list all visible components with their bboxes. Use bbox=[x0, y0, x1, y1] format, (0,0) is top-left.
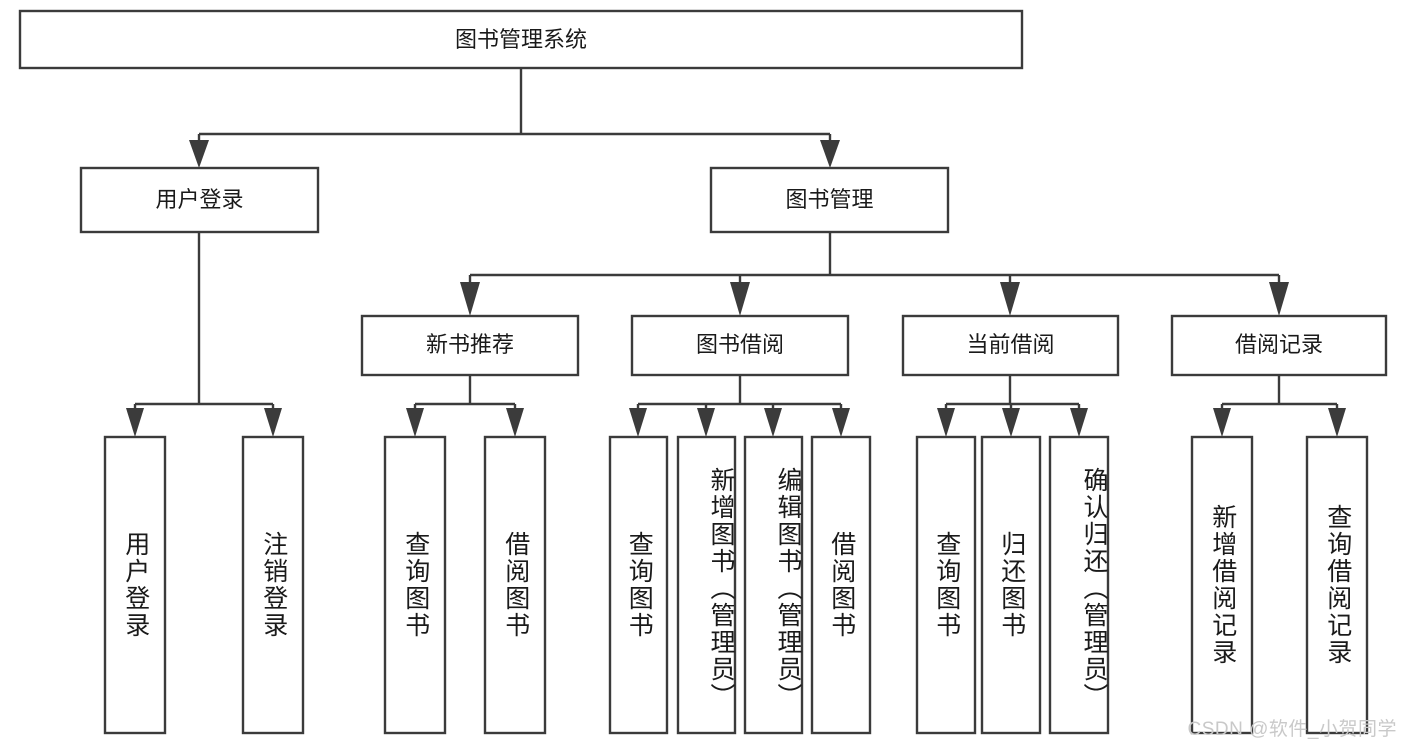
arrow-head-book-borrow bbox=[730, 282, 750, 316]
arrow-head-leaf-add-record bbox=[1213, 408, 1231, 437]
watermark-text: CSDN @软件_小贺同学 bbox=[1187, 719, 1397, 740]
node-box-leaf-user-logout[interactable] bbox=[241, 435, 305, 735]
node-box-new-book-recommend[interactable] bbox=[360, 314, 580, 377]
arrow-head-leaf-add-book bbox=[697, 408, 715, 437]
node-box-leaf-user-login[interactable] bbox=[103, 435, 167, 735]
node-label-new-book-recommend: 新书推荐 bbox=[426, 332, 514, 357]
node-box-current-borrow[interactable] bbox=[901, 314, 1120, 377]
arrow-head-leaf-confirm-return bbox=[1070, 408, 1088, 437]
node-box-leaf-query-book-3[interactable] bbox=[915, 435, 977, 735]
node-box-user-login[interactable] bbox=[79, 166, 320, 234]
arrow-head-leaf-return-book bbox=[1002, 408, 1020, 437]
node-box-leaf-add-record[interactable] bbox=[1190, 435, 1254, 735]
node-label-root: 图书管理系统 bbox=[455, 27, 587, 52]
node-layer: 图书管理系统 用户登录 图书管理 新书推荐 图书借阅 当前借阅 借阅记录 bbox=[18, 9, 1388, 735]
node-box-root[interactable] bbox=[18, 9, 1024, 70]
arrow-head-leaf-edit-book bbox=[764, 408, 782, 437]
node-label-book-borrow: 图书借阅 bbox=[696, 332, 784, 357]
arrow-head-leaf-borrow-book-2 bbox=[832, 408, 850, 437]
arrow-head-borrow-record bbox=[1269, 282, 1289, 316]
node-box-book-manage[interactable] bbox=[709, 166, 950, 234]
node-box-leaf-query-record[interactable] bbox=[1305, 435, 1369, 735]
arrow-head-user-login bbox=[189, 140, 209, 168]
node-box-leaf-borrow-book-1[interactable] bbox=[483, 435, 547, 735]
node-label-current-borrow: 当前借阅 bbox=[966, 332, 1054, 357]
node-box-leaf-add-book[interactable] bbox=[676, 435, 737, 735]
arrow-head-book-manage bbox=[820, 140, 840, 168]
node-box-leaf-query-book-1[interactable] bbox=[383, 435, 447, 735]
node-box-book-borrow[interactable] bbox=[630, 314, 850, 377]
node-label-user-login: 用户登录 bbox=[155, 187, 243, 212]
arrow-head-current-borrow bbox=[1000, 282, 1020, 316]
connector-layer bbox=[126, 68, 1346, 437]
arrow-head-leaf-borrow-book-1 bbox=[506, 408, 524, 437]
node-box-leaf-confirm-return[interactable] bbox=[1048, 435, 1110, 735]
node-box-leaf-query-book-2[interactable] bbox=[608, 435, 669, 735]
arrow-head-leaf-query-book-3 bbox=[937, 408, 955, 437]
node-label-book-manage: 图书管理 bbox=[785, 187, 873, 212]
node-box-leaf-borrow-book-2[interactable] bbox=[810, 435, 872, 735]
node-box-leaf-return-book[interactable] bbox=[980, 435, 1042, 735]
node-box-borrow-record[interactable] bbox=[1170, 314, 1388, 377]
node-label-borrow-record: 借阅记录 bbox=[1235, 332, 1323, 357]
arrow-head-leaf-query-book-2 bbox=[629, 408, 647, 437]
arrow-head-new-book bbox=[460, 282, 480, 316]
node-box-leaf-edit-book[interactable] bbox=[743, 435, 804, 735]
arrow-head-leaf-user-logout bbox=[264, 408, 282, 437]
arrow-head-leaf-query-record bbox=[1328, 408, 1346, 437]
arrow-head-leaf-user-login bbox=[126, 408, 144, 437]
arrow-head-leaf-query-book-1 bbox=[406, 408, 424, 437]
